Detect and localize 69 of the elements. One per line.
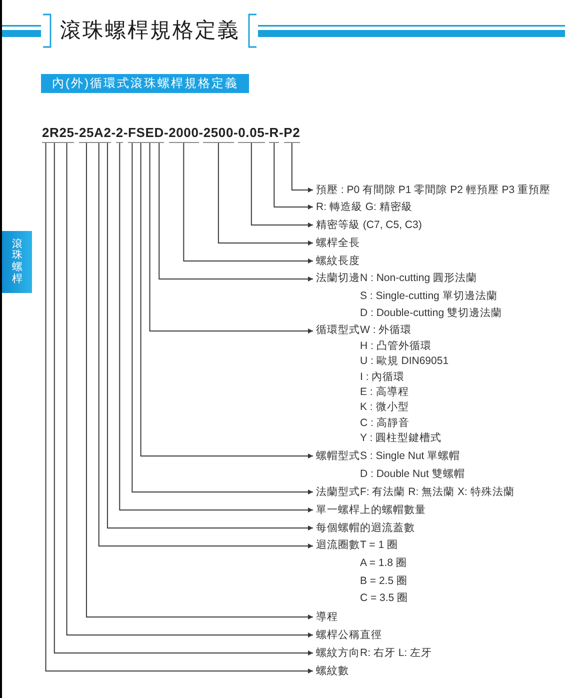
code-segment: R (269, 126, 279, 143)
code-segment: 2500 (203, 126, 234, 143)
code-hyphen: - (74, 126, 79, 140)
spec-option: C = 3.5 圈 (360, 590, 408, 608)
code-segment: 2 (116, 126, 124, 143)
spec-option: A = 1.8 圈 (360, 554, 408, 573)
code-segment: D (154, 126, 164, 143)
spec-option: S : Single-cutting 單切邊法蘭 (360, 288, 502, 306)
spec-option: N : Non-cutting 圓形法蘭 (360, 270, 502, 288)
code-hyphen: - (111, 126, 116, 140)
code-segment: P2 (284, 126, 300, 143)
spec-heading: 法蘭切邊 (316, 271, 360, 286)
spec-label: 導程 (313, 608, 338, 626)
spec-option: U : 歐規 DIN69051 (360, 354, 449, 370)
code-hyphen: - (164, 126, 169, 140)
spec-option: B = 2.5 圈 (360, 572, 408, 590)
connector-arrow (218, 142, 314, 246)
code-segment: S (136, 126, 146, 143)
spec-heading: 法蘭型式 (316, 485, 360, 500)
spec-label: 螺紋長度 (313, 252, 360, 270)
code-segment: E (145, 126, 154, 143)
code-hyphen: - (198, 126, 204, 140)
spec-heading: 螺紋方向 (316, 646, 360, 661)
code-hyphen: - (234, 126, 238, 140)
connector-arrow (158, 142, 314, 282)
spec-heading: 循環型式 (316, 323, 360, 338)
code-hyphen: - (279, 126, 284, 140)
spec-option: D : Double-cutting 雙切邊法蘭 (360, 305, 502, 323)
code-segment: 2000 (168, 126, 199, 143)
spec-heading: 迴流圈數 (316, 538, 360, 554)
subtitle-banner: 內(外)循環式滾珠螺桿規格定義 (41, 74, 248, 93)
spec-label: 精密等級 (C7, C5, C3) (313, 216, 422, 234)
spec-option: K : 微小型 (360, 400, 449, 416)
code-segment: F (128, 126, 136, 143)
spec-label: 螺紋數 (313, 662, 349, 680)
spec-heading: 螺帽型式 (316, 449, 360, 464)
connector-arrow (291, 142, 314, 192)
code-segment: R (50, 126, 60, 143)
spec-option: I : 內循環 (360, 370, 449, 385)
code-segment: 25 (78, 126, 94, 143)
spec-option: E : 高導程 (360, 384, 449, 400)
spec-option: C : 高靜音 (360, 416, 449, 432)
connector-arrow (274, 142, 314, 210)
spec-option: T = 1 圈 (360, 537, 408, 555)
code-segment: 2 (42, 126, 50, 143)
spec-option: W : 外循環 (360, 323, 449, 339)
spec-option: D : Double Nut 雙螺帽 (360, 465, 465, 483)
code-segment: 2 (104, 126, 112, 143)
spec-option: F: 有法蘭 R: 無法蘭 X: 特殊法蘭 (360, 483, 514, 501)
spec-option: H : 凸管外循環 (360, 338, 449, 354)
spec-option: R: 右牙 L: 左牙 (360, 644, 432, 662)
spec-option: S : Single Nut 單螺帽 (360, 447, 465, 465)
spec-label: R: 轉造級 G: 精密級 (313, 198, 412, 216)
side-tab: 滾珠螺桿 (2, 231, 32, 293)
code-segment: 0.05 (238, 126, 265, 143)
spec-label: 預壓 : P0 有間隙 P1 零間隙 P2 輕預壓 P3 重預壓 (313, 181, 551, 199)
code-segment: A (94, 126, 104, 143)
code-hyphen: - (264, 126, 270, 140)
spec-label: 每個螺帽的迴流蓋數 (313, 519, 415, 537)
connector-arrow (250, 142, 314, 228)
page-title: 滾珠螺桿規格定義 (60, 18, 240, 44)
code-hyphen: - (123, 126, 128, 140)
spec-label: 螺桿全長 (313, 234, 360, 252)
spec-label: 螺桿公稱直徑 (313, 626, 382, 644)
code-segment: 25 (59, 126, 74, 143)
connector-arrow (149, 142, 314, 334)
connector-arrow (183, 142, 314, 264)
spec-label: 單一螺桿上的螺帽數量 (313, 501, 426, 519)
spec-option: Y : 圓柱型鍵槽式 (360, 431, 449, 447)
